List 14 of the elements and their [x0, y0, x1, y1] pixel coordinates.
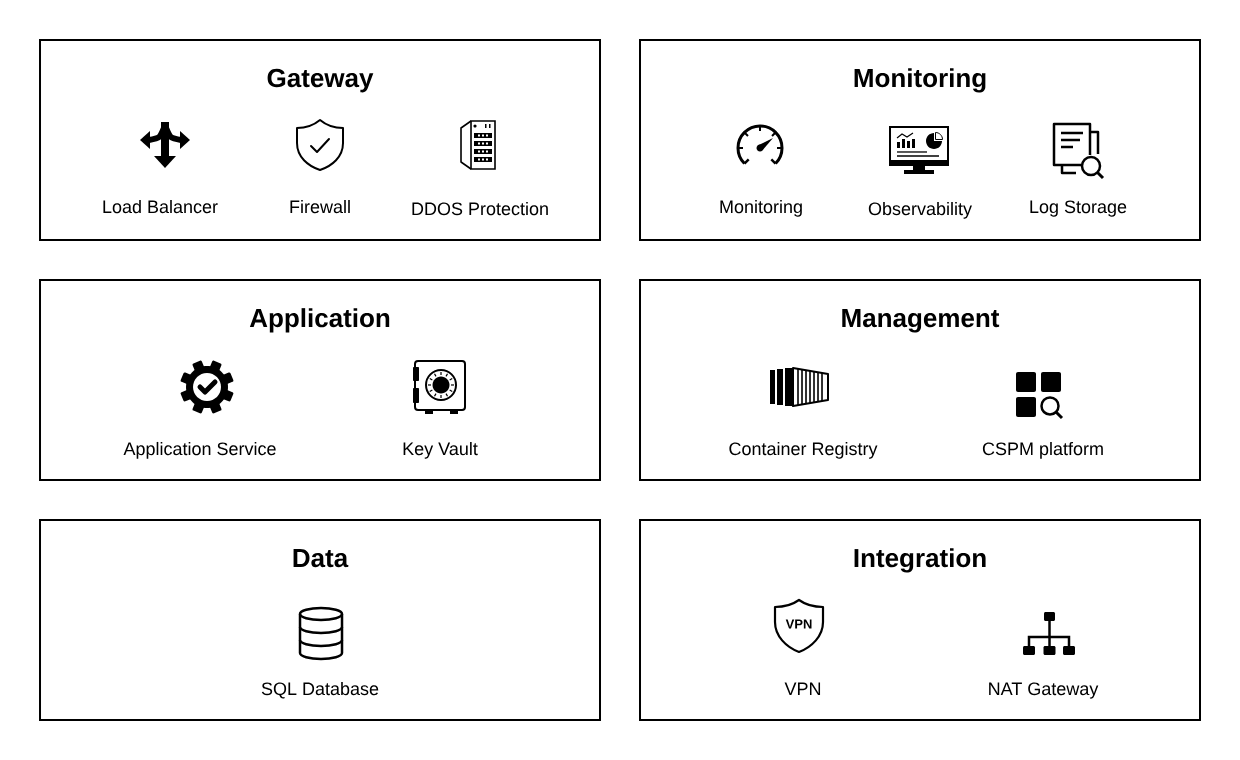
service-label: Monitoring: [720, 199, 802, 217]
service-label: SQL Database: [261, 681, 379, 699]
service-label: Container Registry: [729, 441, 878, 459]
service-label: DDOS Protection: [412, 201, 548, 216]
service-label: VPN: [784, 682, 821, 695]
service-label: Observability: [868, 201, 972, 219]
service-label: Application Service: [123, 441, 276, 459]
service-label: Firewall: [290, 199, 350, 214]
service-label: Log Storage: [1030, 200, 1127, 217]
service-label: Load Balancer: [103, 199, 218, 214]
service-label: NAT Gateway: [989, 682, 1099, 699]
service-label: Key Vault: [403, 441, 478, 459]
shield-text: VPN: [785, 619, 812, 629]
service-label: CSPM platform: [982, 441, 1103, 459]
